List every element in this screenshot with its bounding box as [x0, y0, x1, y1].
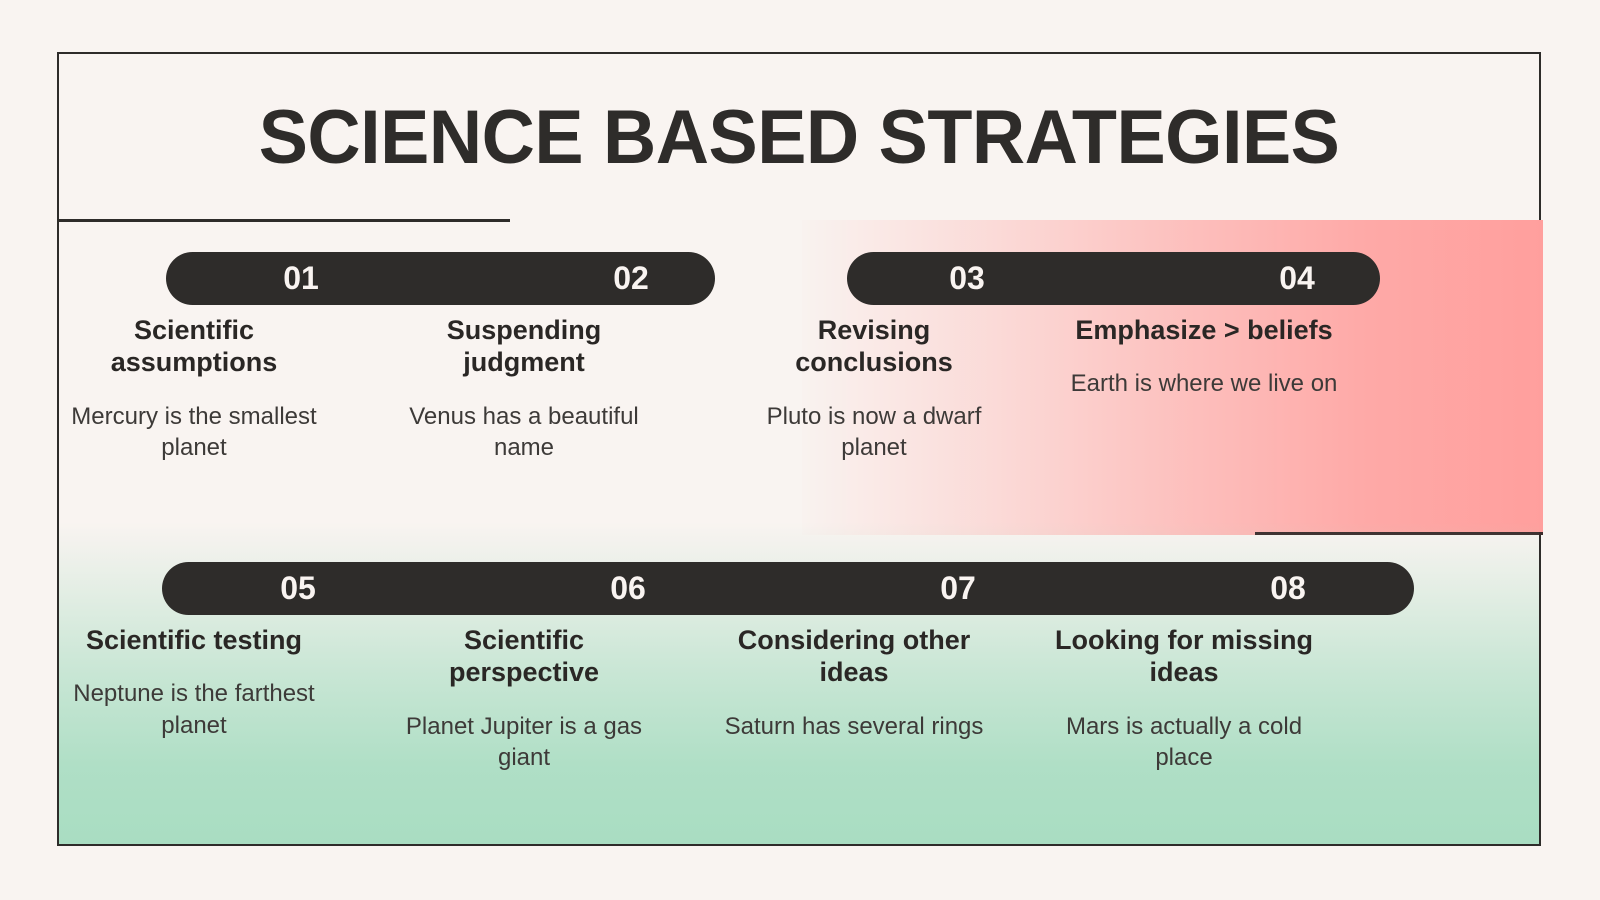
row-top: 01 02 03 04 Scientific assumptions Mercu… — [59, 244, 1539, 534]
card-title-04: Emphasize > beliefs — [1075, 315, 1333, 345]
card-01: Scientific assumptions Mercury is the sm… — [59, 314, 329, 463]
card-02: Suspending judgment Venus has a beautifu… — [389, 314, 659, 463]
pill-number-04: 04 — [1279, 260, 1315, 296]
card-desc-07: Saturn has several rings — [724, 712, 984, 740]
title-block: SCIENCE BASED STRATEGIES — [59, 54, 1539, 220]
card-desc-05: Neptune is the farthest planet — [73, 680, 315, 739]
card-05: Scientific testing Neptune is the farthe… — [59, 624, 329, 741]
number-pill-01-02: 01 02 — [166, 252, 715, 305]
pill-number-03: 03 — [949, 260, 985, 296]
pill-number-07: 07 — [940, 570, 976, 606]
pill-number-08: 08 — [1270, 570, 1306, 606]
number-pill-05-08: 05 06 07 08 — [162, 562, 1414, 615]
card-07: Considering other ideas Saturn has sever… — [719, 624, 989, 742]
pill-number-01: 01 — [283, 260, 319, 296]
card-desc-08: Mars is actually a cold place — [1065, 712, 1303, 771]
slide-frame: SCIENCE BASED STRATEGIES 01 02 03 04 Sci… — [57, 52, 1543, 846]
pill-number-06: 06 — [610, 570, 646, 606]
card-title-01: Scientific assumptions — [110, 315, 278, 378]
card-desc-01: Mercury is the smallest planet — [71, 402, 317, 461]
number-pill-03-04: 03 04 — [847, 252, 1380, 305]
page-title: SCIENCE BASED STRATEGIES — [258, 94, 1340, 180]
card-title-06: Scientific perspective — [448, 625, 600, 688]
pill-number-02: 02 — [613, 260, 649, 296]
card-desc-04: Earth is where we live on — [1070, 370, 1338, 398]
row-bottom: 05 06 07 08 Scientific testing Neptune i… — [59, 554, 1539, 844]
card-06: Scientific perspective Planet Jupiter is… — [389, 624, 659, 773]
card-desc-02: Venus has a beautiful name — [409, 402, 639, 461]
card-desc-03: Pluto is now a dwarf planet — [766, 402, 982, 461]
card-title-05: Scientific testing — [85, 625, 303, 655]
title-underline — [59, 219, 510, 222]
card-title-07: Considering other ideas — [737, 625, 971, 688]
card-title-02: Suspending judgment — [446, 315, 602, 378]
card-04: Emphasize > beliefs Earth is where we li… — [1069, 314, 1339, 400]
pill-number-05: 05 — [280, 570, 316, 606]
card-03: Revising conclusions Pluto is now a dwar… — [739, 314, 1009, 463]
card-08: Looking for missing ideas Mars is actual… — [1049, 624, 1319, 773]
card-title-08: Looking for missing ideas — [1054, 625, 1313, 688]
card-title-03: Revising conclusions — [795, 315, 953, 378]
card-desc-06: Planet Jupiter is a gas giant — [405, 712, 643, 771]
